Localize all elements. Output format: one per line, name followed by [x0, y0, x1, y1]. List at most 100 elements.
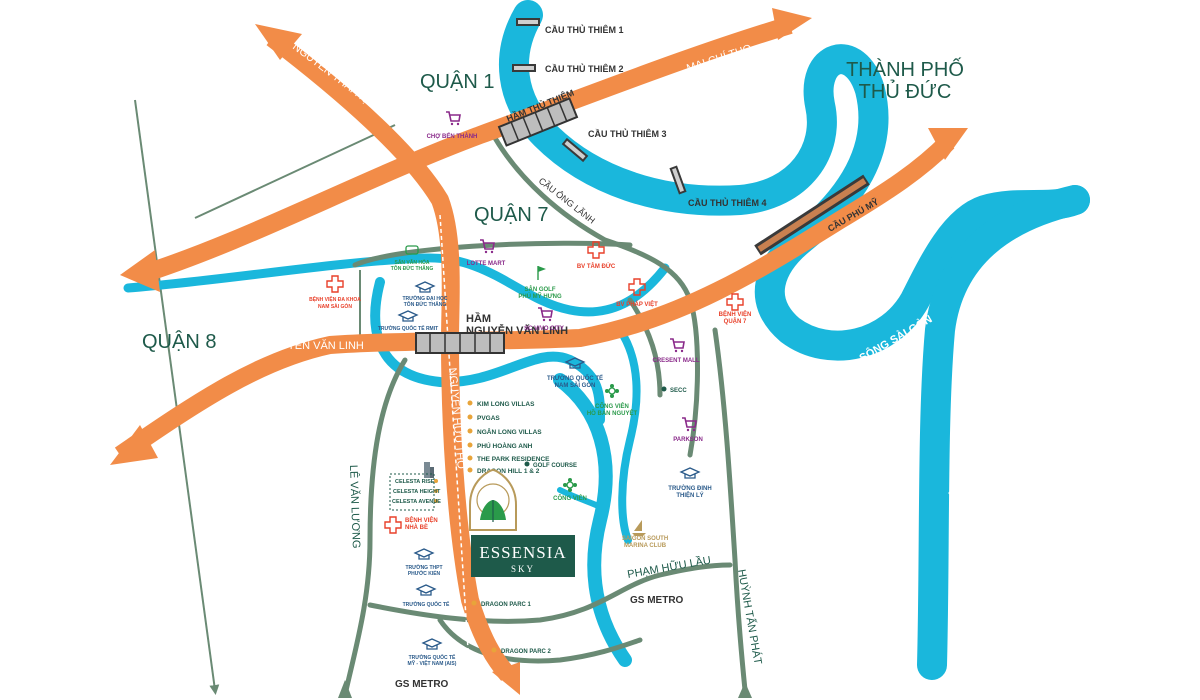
logo-plate: [471, 535, 575, 577]
sc-vivo-city-label: SC VIVO CITY: [524, 326, 564, 332]
nam-sai-gon-label-line1: TRƯỜNG QUỐC TẾ: [547, 374, 603, 382]
gs-metro-east: GS METRO: [630, 595, 684, 606]
ban-nguyet-label-line2: HỒ BÁN NGUYỆT: [587, 409, 638, 417]
bv-da-khoa-label-line2: NAM SÀI GÒN: [318, 302, 352, 310]
district-labels: QUẬN 1 QUẬN 7 QUẬN 8 THÀNH PHỐ THỦ ĐỨC: [142, 57, 964, 353]
graduation-cap-icon: [564, 357, 586, 369]
celesta-item: CELESTA RISE: [395, 479, 435, 485]
cho-ben-thanh-label: CHỢ BẾN THÀNH: [427, 133, 478, 140]
dragon-parc: DRAGON PARC 1 DRAGON PARC 2: [471, 600, 552, 655]
le-van-luong-arrow: [338, 680, 352, 698]
stadium-icon: [405, 245, 419, 255]
tdt-uni-label-line1: TRƯỜNG ĐẠI HỌC: [402, 294, 447, 302]
flower-icon: [605, 384, 619, 398]
sailboat-icon: [632, 520, 646, 536]
district-quan8: QUẬN 8: [142, 330, 216, 353]
cart-icon: [682, 417, 697, 432]
ban-nguyet-river: [553, 373, 632, 667]
bv-phap-viet-label: BV PHÁP VIỆT: [616, 300, 658, 308]
marina-label-line1: SAIGON SOUTH: [622, 536, 668, 542]
ban-nguyet-label-line1: CÔNG VIÊN: [595, 402, 629, 410]
nvl-tunnel-label-line2: NGUYỄN VĂN LINH: [466, 324, 568, 337]
phuoc-kien-label-line2: PHƯỚC KIỂN: [408, 569, 441, 577]
project-dot: [467, 467, 473, 473]
upper-river-branch: [123, 253, 670, 317]
nguyen-van-linh-tunnel: [415, 332, 505, 354]
flower-icon: [563, 478, 577, 492]
district-quan1: QUẬN 1: [420, 70, 494, 93]
project-item: PHÚ HOÀNG ANH: [477, 441, 533, 450]
project-list: KIM LONG VILLAS PVGAS NGÂN LONG VILLAS P…: [467, 400, 550, 475]
project-dot: [467, 400, 473, 406]
bv-tam-duc-label: BV TÂM ĐỨC: [577, 263, 616, 270]
gs-metro-south: GS METRO: [395, 679, 449, 690]
inner-bend: [557, 487, 608, 513]
dinh-thien-ly-label-line1: TRƯỜNG ĐINH: [668, 484, 711, 492]
building-icon: [424, 462, 434, 478]
mai-chi-tho-road: [137, 16, 793, 284]
district-quan7: QUẬN 7: [474, 203, 548, 226]
east-connector: [627, 297, 663, 398]
nguyen-thai-hoc-label: NGUYỄN THÁI HỌC: [290, 40, 380, 112]
hospital-cross-icon: [384, 516, 402, 534]
celesta-item: CELESTA AVENUE: [392, 499, 441, 505]
project-item: DRAGON HILL 1 & 2: [477, 468, 540, 475]
golf-course-dot: [524, 461, 530, 467]
thu-thiem-3-label: CẦU THỦ THIÊM 3: [588, 128, 667, 139]
le-van-luong-road: [342, 357, 408, 698]
project-item: PVGAS: [477, 415, 500, 422]
soai-rap-river: [917, 185, 1090, 680]
secondary-road-labels: LÊ VĂN LƯƠNG HUỲNH TẤN PHÁT PHẠM HỮU LẦU…: [347, 176, 765, 666]
dragon-parc-2-label: DRAGON PARC 2: [501, 649, 552, 655]
graduation-cap-icon: [415, 584, 437, 596]
secc-label: SECC: [670, 388, 687, 394]
hospital-points: BV TÂM ĐỨC BV PHÁP VIỆT BỆNH VIỆN QUẬN 7…: [309, 241, 751, 534]
project-item: KIM LONG VILLAS: [477, 401, 535, 408]
san-van-hoa-label-line2: TÔN ĐỨC THẮNG: [391, 264, 434, 272]
truong-quoc-te-label: TRƯỜNG QUỐC TẾ: [403, 600, 450, 608]
pham-huu-lau-road: [367, 562, 733, 624]
bv-da-khoa-label-line1: BỆNH VIỆN ĐA KHOA: [309, 295, 361, 303]
essensia-sky-logo: ESSENSIA SKY: [469, 468, 575, 577]
graduation-cap-icon: [397, 310, 419, 322]
secc-dot: [661, 386, 667, 392]
bridges: [512, 18, 870, 256]
golf-course-label: GOLF COURSE: [533, 463, 577, 469]
thu-thiem-1-label: CẦU THỦ THIÊM 1: [545, 24, 624, 35]
saigon-river: [498, 0, 1090, 361]
celesta-cluster: CELESTA RISE CELESTA HEIGHT CELESTA AVEN…: [389, 462, 441, 511]
thu-thiem-3-bridge: [561, 137, 589, 163]
project-dot: [467, 442, 473, 448]
thu-thiem-2-bridge: [512, 64, 536, 72]
thu-thiem-2-label: CẦU THỦ THIÊM 2: [545, 63, 624, 74]
district-thu-duc-line1: THÀNH PHỐ: [846, 57, 964, 81]
nguyen-huu-tho-centerline: [439, 214, 471, 681]
cresent-mall-label: CRESENT MALL: [653, 358, 700, 364]
hospital-cross-icon: [326, 275, 344, 293]
dragon-parc-1-label: DRAGON PARC 1: [481, 602, 532, 608]
graduation-cap-icon: [679, 467, 701, 479]
metro-labels: GS METRO GS METRO: [395, 595, 684, 690]
bv-nha-be-label-line1: BỆNH VIỆN: [405, 516, 438, 524]
shopping-points: CHỢ BẾN THÀNH LOTTE MART SC VIVO CITY CR…: [427, 111, 703, 443]
pham-huu-lau-label: PHẠM HỮU LẦU: [626, 553, 712, 580]
song-soai-rap-label: SÔNG SOÀI RẠP: [948, 416, 964, 505]
cart-icon: [480, 239, 495, 254]
huynh-tan-phat-road: [712, 327, 748, 693]
hospital-cross-icon: [587, 241, 605, 259]
tdt-uni-label-line2: TÔN ĐỨC THẮNG: [404, 300, 447, 308]
nvl-tunnel-label-line1: HẦM: [466, 312, 491, 325]
hospital-cross-icon: [726, 293, 744, 311]
rmit-label: TRƯỜNG QUỐC TẾ RMIT: [378, 324, 438, 332]
thu-thiem-4-label: CẦU THỦ THIÊM 4: [688, 197, 767, 208]
logo-sub: SKY: [511, 564, 535, 574]
thu-thiem-1-bridge: [516, 18, 540, 26]
project-dot: [467, 455, 473, 461]
celesta-bracket: [389, 473, 435, 511]
cart-icon: [446, 111, 461, 126]
thu-thiem-tunnel: [497, 97, 579, 147]
san-van-hoa-label-line1: SÂN VĂN HÓA: [394, 258, 429, 266]
cau-ong-lanh-road: [492, 135, 700, 458]
bv-nha-be-label-line2: NHÀ BÈ: [405, 523, 428, 531]
lower-creek: [616, 326, 641, 544]
